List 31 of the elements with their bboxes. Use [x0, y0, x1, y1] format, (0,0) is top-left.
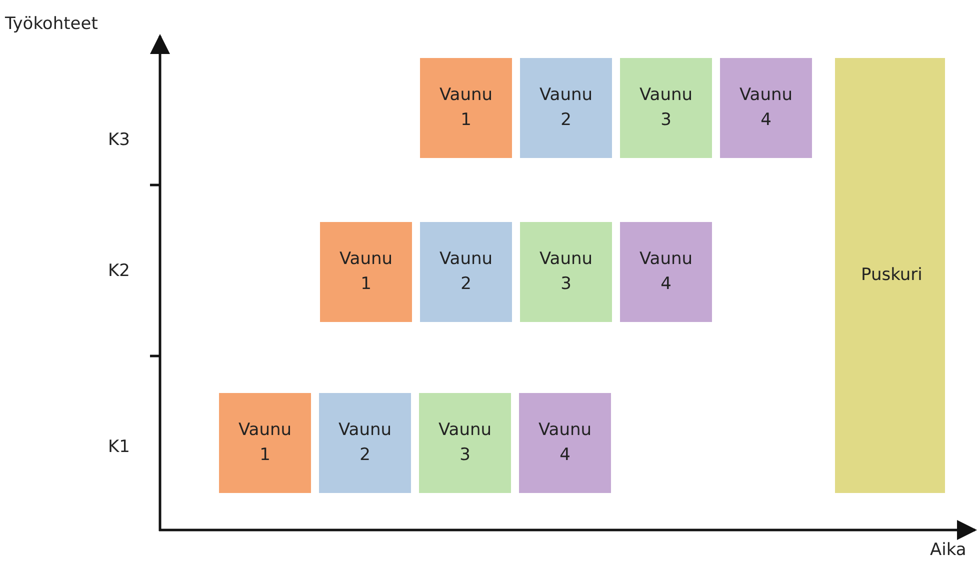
- block-label: Puskuri: [861, 264, 919, 288]
- block-label: Vaunu 2: [538, 84, 594, 132]
- block-label: Vaunu 2: [337, 419, 393, 467]
- wagon-block: [620, 58, 712, 158]
- wagon-block: [720, 58, 812, 158]
- wagon-block: [520, 58, 612, 158]
- block-label: Vaunu 1: [338, 248, 394, 296]
- axis-tick-label: K1: [108, 437, 130, 457]
- wagon-block: [320, 222, 412, 322]
- axis-tick-label: K3: [108, 130, 130, 150]
- wagon-block: [419, 393, 511, 493]
- wagon-block: [520, 222, 612, 322]
- buffer-block: [835, 58, 945, 493]
- block-label: Vaunu 1: [237, 419, 293, 467]
- block-label: Vaunu 4: [638, 248, 694, 296]
- block-label: Vaunu 2: [438, 248, 494, 296]
- axis-tick-label: K2: [108, 261, 130, 281]
- block-label: Vaunu 3: [538, 248, 594, 296]
- block-label: Vaunu 3: [638, 84, 694, 132]
- block-label: Vaunu 1: [438, 84, 494, 132]
- wagon-block: [319, 393, 411, 493]
- wagon-block: [620, 222, 712, 322]
- x-axis-title: Aika: [930, 540, 966, 560]
- block-label: Vaunu 4: [537, 419, 593, 467]
- wagon-block: [519, 393, 611, 493]
- wagon-block: [420, 58, 512, 158]
- wagon-block: [420, 222, 512, 322]
- wagon-block: [219, 393, 311, 493]
- y-axis-title: Työkohteet: [5, 14, 98, 34]
- block-label: Vaunu 4: [738, 84, 794, 132]
- block-label: Vaunu 3: [437, 419, 493, 467]
